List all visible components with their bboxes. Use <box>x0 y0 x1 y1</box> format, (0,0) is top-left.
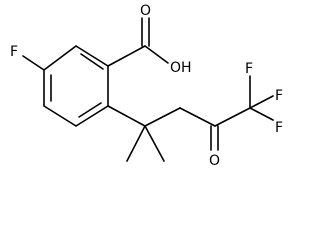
cf3-bond-right-lower <box>249 107 274 121</box>
fluorine-atom-top: F <box>245 61 253 77</box>
ring-double-bond-inner-top <box>80 53 104 70</box>
ketone-oxygen-atom: O <box>209 153 220 169</box>
chemical-structure-diagram: F O OH O F F F <box>10 3 283 169</box>
ring-bond-c4-c5 <box>75 105 109 127</box>
bond-ketone-to-cf3-carbon <box>214 107 251 127</box>
ring-bond-c5-c6 <box>43 105 77 127</box>
fluorine-atom-right-lower: F <box>275 120 283 136</box>
benzene-ring <box>43 45 109 127</box>
methyl-bond-right <box>144 125 165 162</box>
carboxyl-oxygen-atom: O <box>140 3 151 19</box>
ring-bond-c1-c2 <box>43 45 77 71</box>
ring-bond-c2-c3 <box>75 45 109 67</box>
fluorine-atom-right-upper: F <box>275 88 283 104</box>
hydroxyl-group: OH <box>170 60 192 76</box>
bond-quaternary-to-methylene <box>144 107 181 127</box>
bond-ring-to-fluorine <box>22 55 45 71</box>
carboxyl-c-oh-bond <box>144 45 169 64</box>
bond-ring-to-carboxyl-carbon <box>107 45 146 67</box>
cf3-bond-right-upper <box>249 95 274 109</box>
methyl-bond-left <box>126 125 146 162</box>
bond-ring-to-quaternary-carbon <box>107 105 146 127</box>
ring-double-bond-inner-bottom-right <box>78 102 102 118</box>
fluorine-atom-left: F <box>10 44 18 60</box>
bond-methylene-to-ketone-carbon <box>179 107 216 127</box>
